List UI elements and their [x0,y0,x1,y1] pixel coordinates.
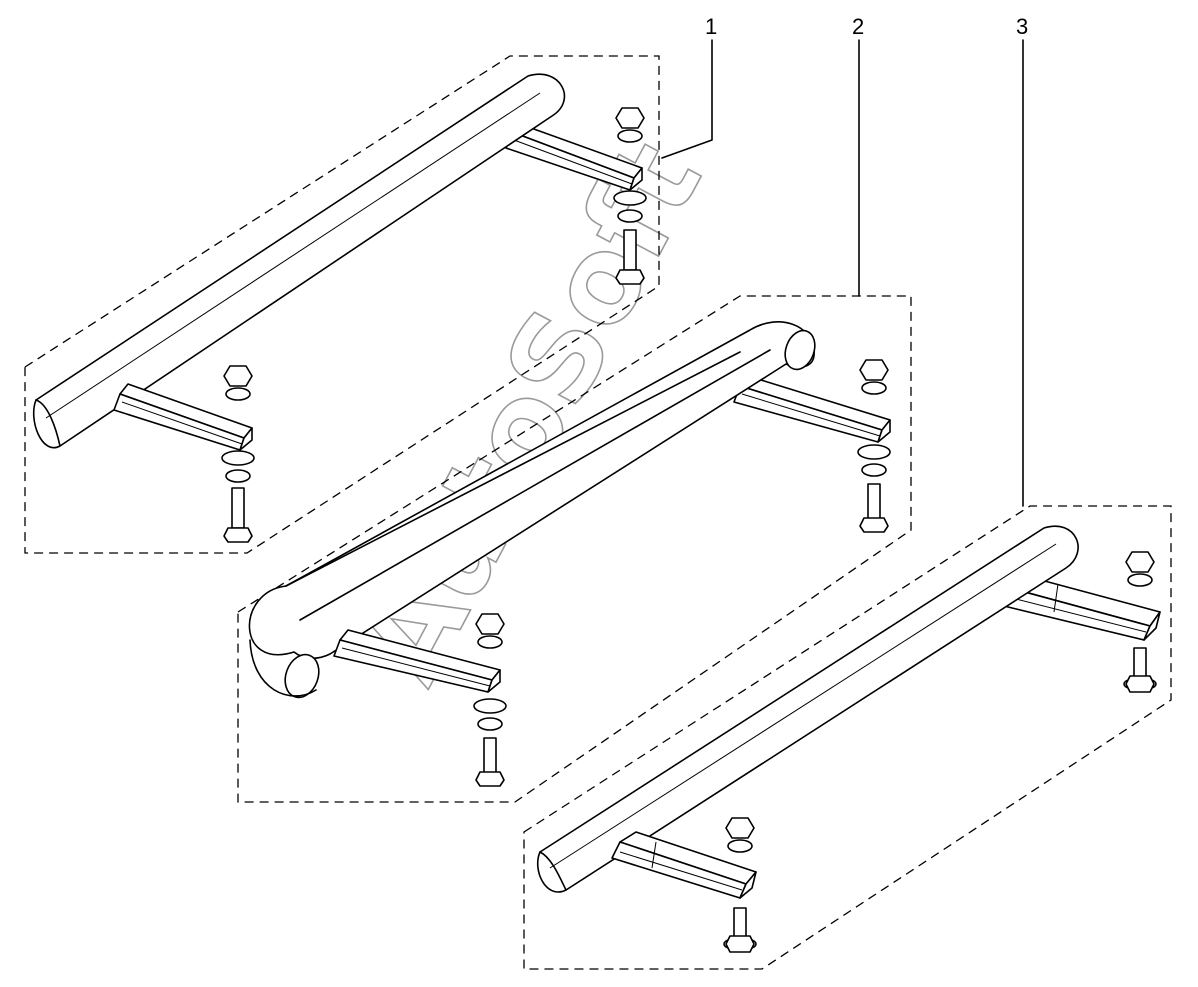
callout-3[interactable]: 3 [1016,14,1028,507]
fastener-set-front-2 [473,613,507,787]
callout-label-3: 3 [1016,14,1028,39]
side-step-kit-2[interactable] [248,321,891,787]
tube-3 [536,525,1079,893]
bracket-front-2 [333,629,501,693]
tube-loop-2 [248,321,816,699]
bracket-rear-3 [1003,575,1161,641]
callout-label-1: 1 [705,14,717,39]
leader-line-1 [661,39,713,159]
callout-2[interactable]: 2 [852,14,864,297]
tube-1 [32,73,566,449]
side-step-kit-1[interactable] [32,73,647,543]
fastener-set-rear-2 [857,359,891,533]
bracket-rear-1 [505,123,643,191]
side-step-kit-3[interactable] [536,525,1161,953]
bracket-front-3 [611,831,757,899]
fastener-set-front-3 [723,817,757,953]
kit-2-boundary [237,295,912,803]
kit-1-boundary [24,55,660,554]
callout-1[interactable]: 1 [661,14,717,159]
bracket-front-1 [113,383,253,451]
fastener-set-front-1 [221,365,255,543]
fastener-set-rear-1 [613,107,647,285]
kit-3-boundary [523,505,1172,970]
fastener-set-rear-3 [1123,551,1157,693]
callout-label-2: 2 [852,14,864,39]
